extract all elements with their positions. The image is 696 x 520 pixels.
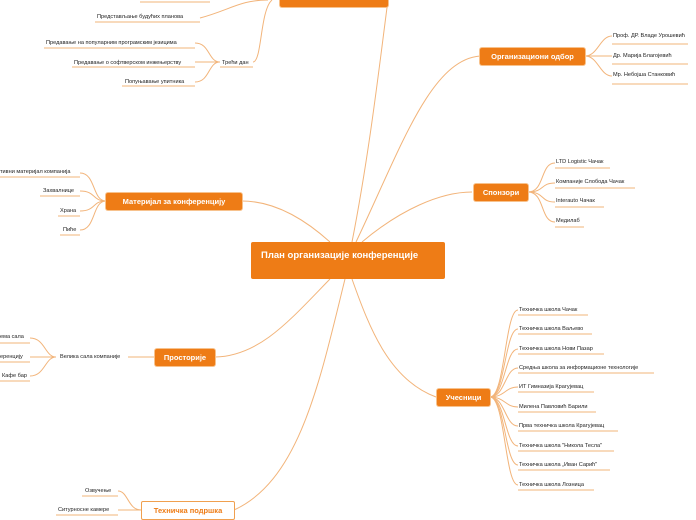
- leaf-item[interactable]: еренцију: [0, 354, 23, 360]
- leaf-item[interactable]: Захвалнице: [43, 188, 75, 194]
- branch-label: Материјал за конференцију: [122, 197, 226, 206]
- leaf-subtopic[interactable]: Трећи дан: [222, 60, 249, 66]
- branch-participants[interactable]: Учесници: [437, 389, 490, 406]
- branch-label: Просторије: [163, 353, 207, 362]
- branch-materials[interactable]: Материјал за конференцију: [106, 193, 242, 210]
- leaf-item[interactable]: Техничка школа „Иван Сарић": [519, 462, 598, 468]
- branch-label: Техничка подршка: [153, 506, 223, 515]
- leaf-item[interactable]: Техничка школа Ваљево: [519, 326, 584, 332]
- branch-tech-support[interactable]: Техничка подршка: [141, 501, 235, 520]
- leaf-item[interactable]: тивни материјал компанија: [0, 169, 71, 175]
- leaf-item[interactable]: Храна: [60, 208, 77, 214]
- leaf-item[interactable]: Пиће: [63, 227, 77, 233]
- branch-label: Спонзори: [482, 188, 520, 197]
- leaf-item[interactable]: ема сала: [0, 334, 24, 340]
- leaf-item[interactable]: Техничка школа Нови Пазар: [519, 346, 593, 352]
- leaf-item[interactable]: Interauto Чачак: [556, 198, 595, 204]
- leaf-item[interactable]: Мр. Небојша Станковић: [613, 72, 676, 78]
- leaf-item[interactable]: Компаније Слобода Чачак: [556, 179, 625, 185]
- leaf-item[interactable]: Ситурносне камере: [58, 507, 110, 513]
- leaf-item[interactable]: Средња школа за информационе технологије: [519, 365, 639, 371]
- leaf-item[interactable]: Милена Павловић Барили: [519, 404, 588, 410]
- central-topic-title: План организације конференције: [261, 250, 419, 261]
- leaf-item[interactable]: Техничка школа Лозница: [519, 482, 584, 488]
- branch-premises[interactable]: Просторије: [155, 349, 215, 366]
- branch-sponsors[interactable]: Спонзори: [474, 184, 528, 201]
- central-topic[interactable]: План организације конференције: [251, 242, 445, 279]
- leaf-subtopic[interactable]: Велика сала компаније: [60, 354, 121, 360]
- branch-organizing-committee[interactable]: Организациони одбор: [480, 48, 585, 65]
- leaf-item[interactable]: LTD Logistic Чачак: [556, 159, 604, 165]
- leaf-item[interactable]: Проф. ДР. Владе Урошевић: [613, 33, 685, 39]
- leaf-item[interactable]: Техничка школа Чачак: [519, 307, 578, 313]
- leaf-item[interactable]: Попуњавање упитника: [125, 79, 185, 85]
- branch-label: Учесници: [445, 393, 482, 402]
- leaf-item[interactable]: Предавање на популарним програмским јези…: [46, 40, 177, 46]
- top-branch-node[interactable]: [280, 0, 388, 7]
- leaf-item[interactable]: Озвучење: [85, 488, 112, 494]
- leaf-item[interactable]: Представљање будућих планова: [97, 14, 184, 20]
- branch-label: Организациони одбор: [491, 52, 574, 61]
- leaf-item[interactable]: Медилаб: [556, 218, 580, 224]
- leaf-item[interactable]: Др. Марија Благојевић: [613, 53, 672, 59]
- leaf-item[interactable]: Кафе бар: [2, 373, 27, 379]
- leaf-item[interactable]: ИТ Гимназија Крагујевац: [519, 384, 584, 390]
- leaf-item[interactable]: Техничка школа "Никола Тесла": [519, 443, 603, 449]
- leaf-item[interactable]: Предавање о софтверском инжењерству: [74, 60, 182, 66]
- leaf-item[interactable]: Прва техничка школа Крагујевац: [519, 423, 605, 429]
